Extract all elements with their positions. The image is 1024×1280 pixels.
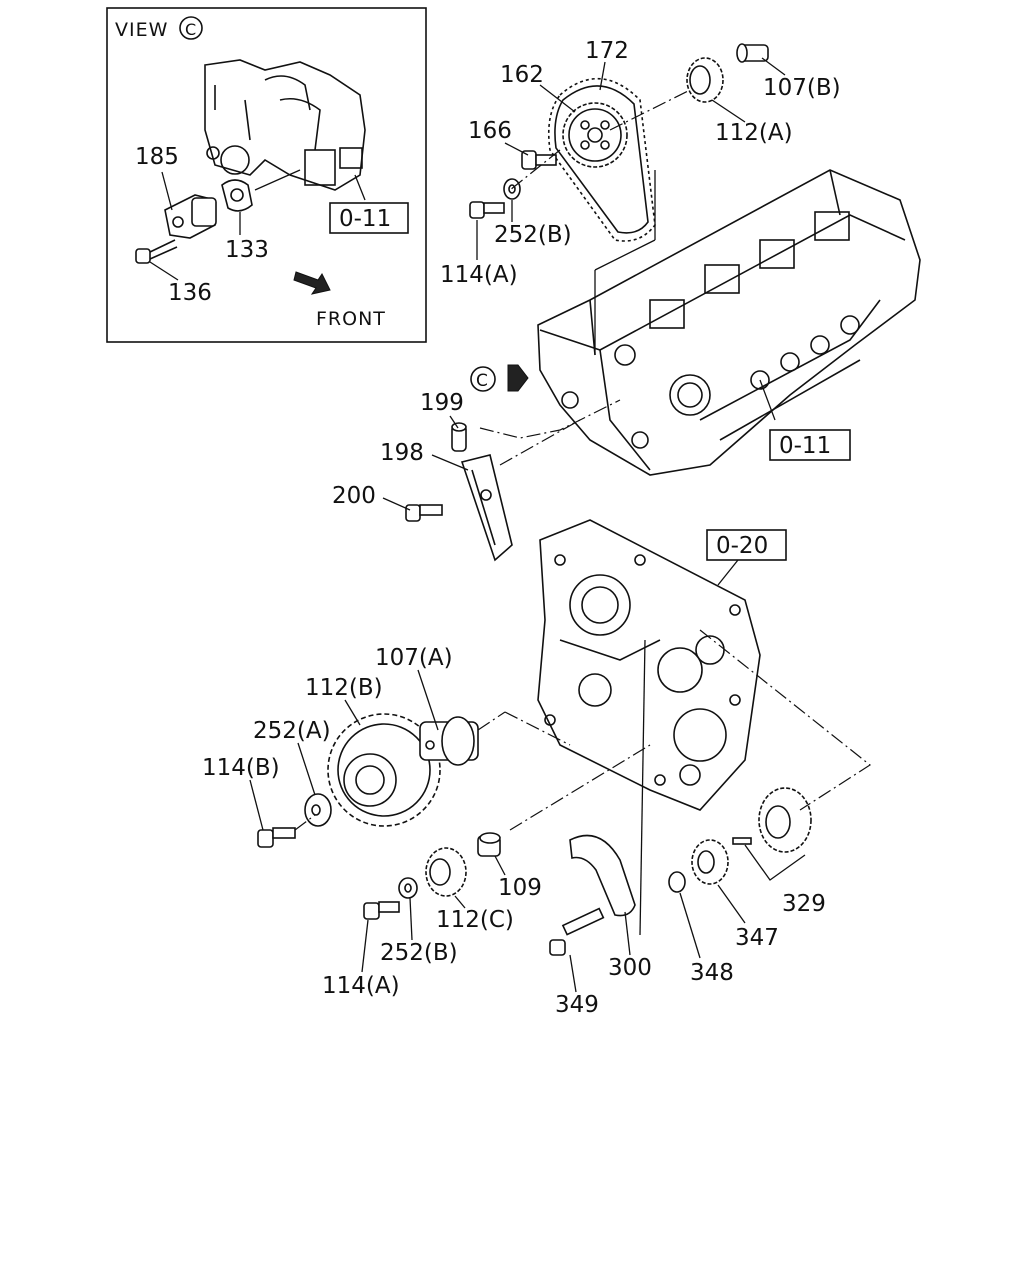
front-label: FRONT bbox=[316, 308, 386, 330]
label-252b-top: 252(B) bbox=[494, 222, 572, 248]
gasket-133 bbox=[221, 179, 253, 212]
engine-block-fragment bbox=[204, 59, 366, 191]
label-162: 162 bbox=[500, 62, 544, 88]
ref-view: 0-11 bbox=[339, 206, 391, 232]
gear-112c bbox=[425, 847, 467, 897]
sprocket-347 bbox=[691, 839, 729, 885]
label-112c: 112(C) bbox=[436, 907, 514, 933]
front-cover bbox=[537, 519, 761, 811]
ref-head: 0-11 bbox=[779, 433, 831, 459]
label-133: 133 bbox=[225, 237, 269, 263]
view-circle-marker bbox=[179, 16, 203, 40]
ref-cover: 0-20 bbox=[716, 533, 768, 559]
washer-252a bbox=[304, 793, 332, 827]
label-199: 199 bbox=[420, 390, 464, 416]
gear-112a bbox=[686, 57, 724, 103]
washer-252b-bottom bbox=[398, 877, 418, 899]
label-200: 200 bbox=[332, 483, 376, 509]
label-252a: 252(A) bbox=[253, 718, 331, 744]
view-title: VIEW bbox=[115, 19, 168, 41]
timing-chain-172 bbox=[547, 77, 656, 242]
view-direction-arrow-icon bbox=[507, 364, 529, 392]
label-114a-bottom: 114(A) bbox=[322, 973, 400, 999]
inset-frame bbox=[106, 7, 427, 343]
label-349: 349 bbox=[555, 992, 599, 1018]
bolt-200 bbox=[405, 504, 443, 522]
label-112b: 112(B) bbox=[305, 675, 383, 701]
label-252b-bottom: 252(B) bbox=[380, 940, 458, 966]
shaft-107b bbox=[736, 43, 769, 63]
label-347: 347 bbox=[735, 925, 779, 951]
bolt-114b bbox=[257, 827, 296, 848]
tensioner-185 bbox=[164, 194, 217, 239]
ref-box-cover bbox=[706, 529, 787, 561]
label-112a: 112(A) bbox=[715, 120, 793, 146]
label-107b: 107(B) bbox=[763, 75, 841, 101]
label-109: 109 bbox=[498, 875, 542, 901]
pin-199 bbox=[451, 422, 467, 452]
idler-shaft-107a bbox=[419, 716, 479, 766]
idler-gear-112b bbox=[327, 713, 441, 827]
chain-guide-300 bbox=[569, 834, 636, 917]
nut-348 bbox=[668, 871, 686, 893]
crank-gear-329 bbox=[758, 787, 812, 853]
label-329: 329 bbox=[782, 891, 826, 917]
bolt-166 bbox=[521, 150, 557, 170]
label-114a-top: 114(A) bbox=[440, 262, 518, 288]
ref-box-view bbox=[329, 202, 409, 234]
chain-guide-198 bbox=[460, 454, 513, 562]
front-arrow-icon bbox=[293, 271, 331, 295]
bolt-349 bbox=[549, 907, 605, 956]
label-348: 348 bbox=[690, 960, 734, 986]
view-circle-letter: C bbox=[185, 20, 197, 39]
label-136: 136 bbox=[168, 280, 212, 306]
bolt-114a-top bbox=[469, 201, 505, 219]
label-300: 300 bbox=[608, 955, 652, 981]
label-107a: 107(A) bbox=[375, 645, 453, 671]
cylinder-head bbox=[537, 169, 921, 476]
key-329 bbox=[732, 837, 752, 845]
bolt-136 bbox=[135, 239, 178, 264]
label-114b: 114(B) bbox=[202, 755, 280, 781]
label-198: 198 bbox=[380, 440, 424, 466]
cam-sprocket-162 bbox=[562, 102, 628, 168]
ref-box-head bbox=[769, 429, 851, 461]
view-c-inset: VIEW C bbox=[106, 7, 427, 343]
label-172: 172 bbox=[585, 38, 629, 64]
label-166: 166 bbox=[468, 118, 512, 144]
shaft-109 bbox=[477, 832, 501, 857]
label-185: 185 bbox=[135, 144, 179, 170]
marker-c-letter: C bbox=[476, 371, 489, 391]
marker-c-circle bbox=[470, 366, 496, 392]
bolt-114a-bottom bbox=[363, 901, 400, 920]
